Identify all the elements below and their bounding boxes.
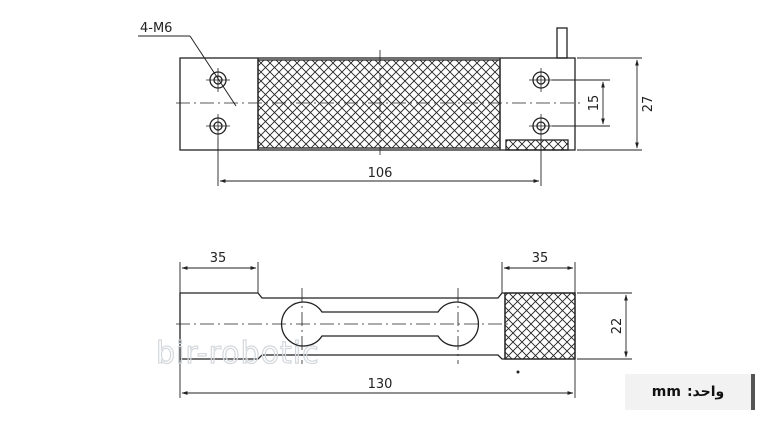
dim-side-length-label: 130 bbox=[368, 377, 393, 392]
dim-top-height bbox=[577, 57, 642, 151]
dim-top-height-label: 27 bbox=[641, 96, 656, 113]
dim-top-length-label: 106 bbox=[368, 166, 393, 181]
unit-label: واحد: bbox=[686, 384, 725, 400]
watermark: bir-robotic bbox=[156, 336, 320, 371]
dim-top-hole-spacing bbox=[552, 79, 610, 127]
side-view bbox=[176, 262, 632, 398]
top-view bbox=[138, 27, 642, 186]
top-view-hatch bbox=[257, 59, 501, 149]
unit-value: mm bbox=[651, 384, 681, 400]
dim-side-right bbox=[501, 262, 576, 293]
dim-side-left-label: 35 bbox=[210, 251, 227, 266]
dim-side-right-label: 35 bbox=[532, 251, 549, 266]
cable-stub bbox=[556, 27, 568, 59]
dim-top-length bbox=[217, 138, 542, 186]
dim-top-hole-spacing-label: 15 bbox=[587, 95, 602, 112]
top-view-pad bbox=[505, 139, 569, 151]
side-view-hatch bbox=[504, 292, 576, 360]
hole-callout: 4-M6 bbox=[140, 21, 172, 36]
mounting-hole bbox=[206, 114, 230, 138]
dim-side-length bbox=[179, 359, 576, 398]
top-view-body bbox=[179, 57, 576, 151]
dim-side-height-label: 22 bbox=[610, 318, 625, 335]
dim-side-height bbox=[577, 292, 632, 360]
dim-side-left bbox=[179, 262, 259, 293]
mounting-hole bbox=[206, 68, 230, 92]
mounting-hole bbox=[529, 114, 553, 138]
mounting-hole bbox=[529, 68, 553, 92]
strain-cutout bbox=[280, 301, 480, 347]
unit-box: mm واحد: bbox=[625, 374, 755, 410]
